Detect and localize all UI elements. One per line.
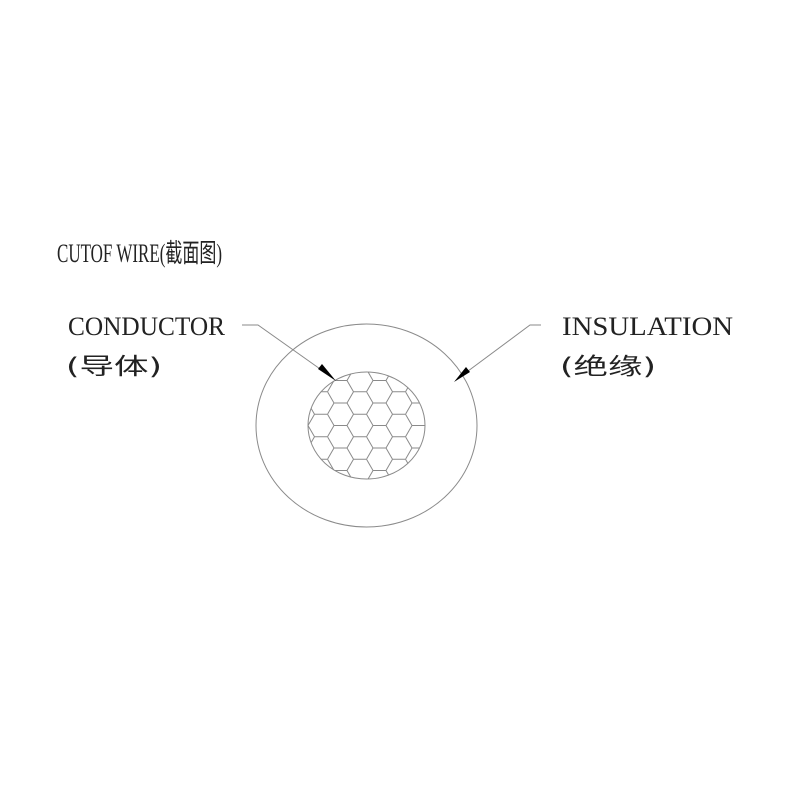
diagram-title: CUTOF WIRE(截面图) — [57, 239, 222, 268]
insulation-outline — [255, 323, 478, 528]
conductor-leader — [242, 324, 336, 381]
conductor-label: CONDUCTOR — [68, 312, 226, 341]
arrowhead-icon — [454, 367, 470, 382]
insulation-label: INSULATION — [562, 312, 733, 341]
conductor-outline — [307, 371, 426, 480]
insulation-leader — [454, 324, 541, 382]
conductor-label-cn: (导体) — [66, 354, 162, 380]
insulation-label-cn: (绝缘) — [560, 354, 656, 380]
conductor-strands-hatch — [308, 372, 425, 479]
arrowhead-icon — [318, 364, 336, 381]
